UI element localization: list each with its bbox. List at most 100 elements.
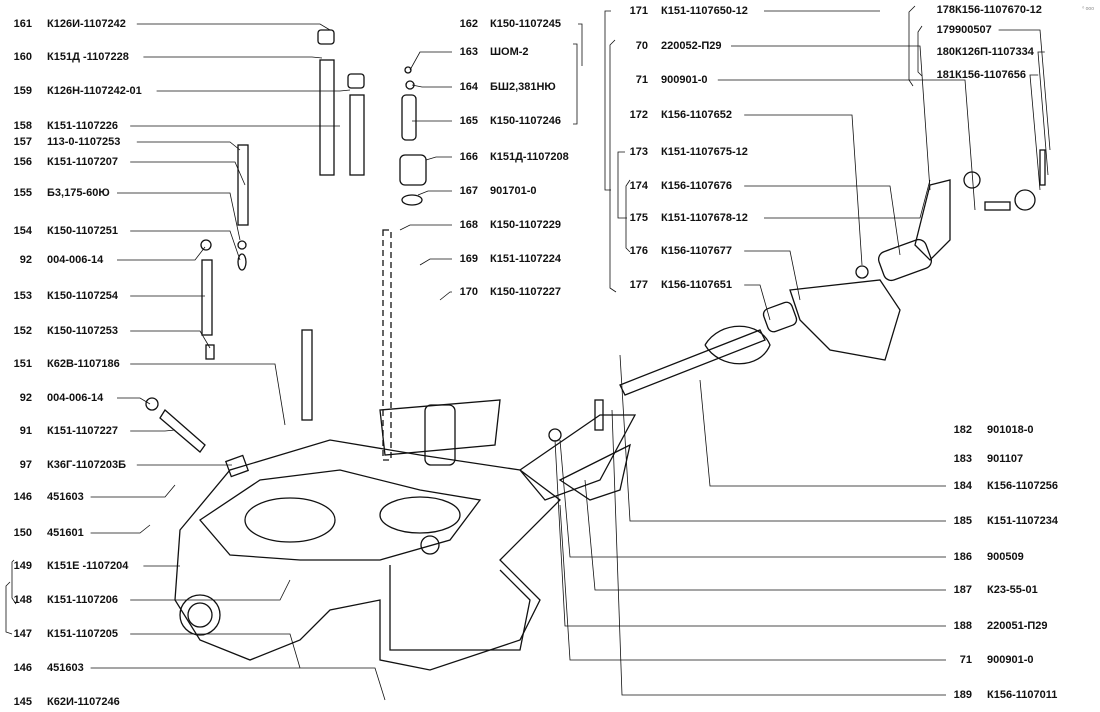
callout-number: 152 bbox=[13, 325, 32, 337]
callout-number: 170 bbox=[459, 286, 478, 298]
bracket-174-176 bbox=[625, 179, 631, 253]
part-number-label: 451601 bbox=[47, 527, 84, 539]
callout-number: 71 bbox=[635, 74, 648, 86]
part-number-label: К150-1107246 bbox=[490, 115, 561, 127]
plate-189 bbox=[519, 414, 637, 501]
callout-number: 71 bbox=[959, 654, 972, 666]
callout-number: 174 bbox=[629, 180, 648, 192]
leader-line bbox=[130, 633, 301, 669]
plate-185 bbox=[558, 443, 631, 501]
pin-181 bbox=[1039, 149, 1046, 186]
part-number-label: К62В-1107186 bbox=[47, 358, 120, 370]
part-number-label: 900901-0 bbox=[987, 654, 1034, 666]
leader-line bbox=[90, 484, 176, 498]
callout-number: 165 bbox=[459, 115, 478, 127]
leader-line bbox=[409, 51, 452, 71]
callout-number: 181 bbox=[936, 69, 955, 81]
callout-number: 183 bbox=[953, 453, 972, 465]
leader-line bbox=[130, 330, 211, 349]
callout-number: 187 bbox=[953, 584, 972, 596]
ball-155 bbox=[237, 240, 247, 250]
callout-number: 171 bbox=[629, 5, 648, 17]
sleeve-166 bbox=[399, 154, 427, 186]
callout-number: 159 bbox=[13, 85, 32, 97]
air-jet-161 bbox=[317, 29, 335, 45]
part-number-label: 900507 bbox=[955, 24, 992, 36]
callout-number: 158 bbox=[13, 120, 32, 132]
part-number-label: 004-006-14 bbox=[47, 254, 104, 266]
bracket-171 bbox=[604, 10, 611, 191]
leader-line bbox=[130, 429, 176, 432]
callout-number: 179 bbox=[936, 24, 955, 36]
part-number-label: 900509 bbox=[987, 551, 1024, 563]
callout-number: 146 bbox=[13, 662, 32, 674]
part-number-label: К151-1107678-12 bbox=[661, 212, 748, 224]
part-number-label: К150-1107245 bbox=[490, 18, 561, 30]
bracket-173-175 bbox=[617, 151, 627, 219]
leader-line bbox=[1029, 74, 1041, 191]
bracket-149-148 bbox=[11, 559, 17, 605]
callout-number: 178 bbox=[936, 4, 955, 16]
leader-line bbox=[744, 250, 801, 301]
leader-line bbox=[130, 579, 291, 601]
washer-167 bbox=[401, 194, 423, 206]
leader-line bbox=[559, 439, 946, 558]
callout-number: 188 bbox=[953, 620, 972, 632]
bracket-149-147 bbox=[5, 581, 13, 635]
leader-line bbox=[156, 89, 351, 92]
shaft-184 bbox=[619, 329, 766, 396]
part-number-label: К23-55-01 bbox=[987, 584, 1038, 596]
ball-163 bbox=[404, 66, 412, 74]
leader-line bbox=[699, 379, 946, 487]
part-number-label: К126Н-1107242-01 bbox=[47, 85, 142, 97]
bracket-178-181 bbox=[908, 5, 916, 87]
part-number-label: 113-0-1107253 bbox=[47, 136, 121, 148]
screw-188 bbox=[548, 428, 562, 442]
callout-number: 149 bbox=[13, 560, 32, 572]
part-number-label: 901701-0 bbox=[490, 185, 537, 197]
part-number-label: ШОМ-2 bbox=[490, 46, 529, 58]
callout-number: 167 bbox=[459, 185, 478, 197]
leader-line bbox=[130, 230, 241, 261]
part-number-label: К62И-1107246 bbox=[47, 696, 120, 708]
part-number-label: 220052-П29 bbox=[661, 40, 722, 52]
part-number-label: БШ2,381НЮ bbox=[490, 81, 556, 93]
part-number-label: К151-1107224 bbox=[490, 253, 561, 265]
seat-152 bbox=[205, 344, 215, 360]
inlet-fitting bbox=[179, 594, 221, 636]
callout-number: 151 bbox=[13, 358, 32, 370]
part-number-label: 901018-0 bbox=[987, 424, 1034, 436]
leader-line bbox=[417, 190, 452, 196]
callout-number: 97 bbox=[19, 459, 32, 471]
leader-line bbox=[90, 667, 386, 701]
part-number-label: К151-1107650-12 bbox=[661, 5, 748, 17]
part-number-label: К151-1107227 bbox=[47, 425, 118, 437]
ring-92b bbox=[145, 397, 159, 411]
part-number-label: К156-1107651 bbox=[661, 279, 732, 291]
part-number-label: К156-1107256 bbox=[987, 480, 1058, 492]
callout-number: 154 bbox=[13, 225, 32, 237]
leader-line bbox=[136, 141, 241, 151]
callout-number: 157 bbox=[13, 136, 32, 148]
bushing-180 bbox=[877, 238, 933, 282]
part-number-label: К150-1107254 bbox=[47, 290, 118, 302]
part-number-label: К150-1107229 bbox=[490, 219, 561, 231]
callout-number: 145 bbox=[13, 696, 32, 708]
carburetor-body bbox=[174, 439, 561, 671]
bracket-70-177 bbox=[609, 39, 617, 293]
callout-number: 161 bbox=[13, 18, 32, 30]
callout-number: 180 bbox=[936, 46, 955, 58]
body-flange bbox=[199, 469, 482, 561]
callout-number: 156 bbox=[13, 156, 32, 168]
leader-line bbox=[439, 291, 452, 301]
leader-line bbox=[619, 354, 946, 522]
callout-number: 162 bbox=[459, 18, 478, 30]
part-number-label: К126П-1107334 bbox=[955, 46, 1034, 58]
washer-183 bbox=[1014, 189, 1036, 211]
part-number-label: К156-1107670-12 bbox=[955, 4, 1042, 16]
callout-number: 148 bbox=[13, 594, 32, 606]
part-number-label: 451603 bbox=[47, 491, 84, 503]
callout-number: 164 bbox=[459, 81, 478, 93]
callout-number: 160 bbox=[13, 51, 32, 63]
emulsion-tube-151 bbox=[301, 329, 313, 421]
